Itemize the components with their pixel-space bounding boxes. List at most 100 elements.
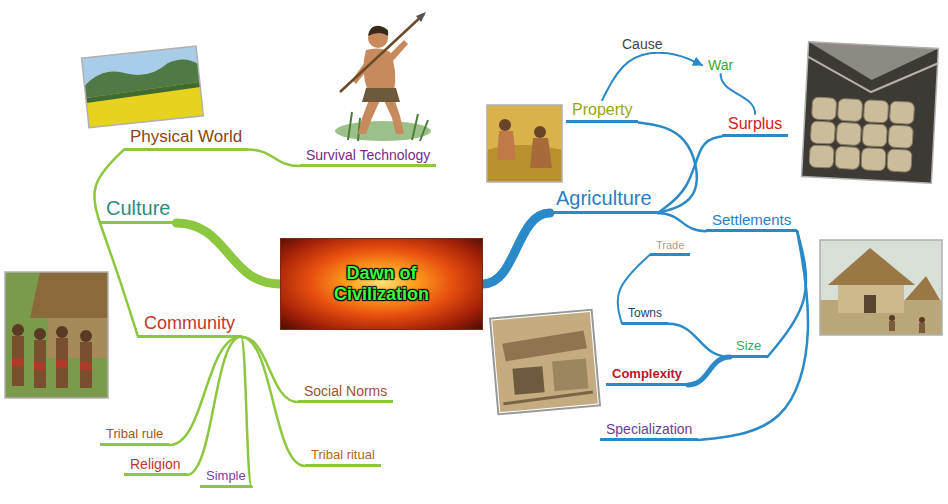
branch-connector [658, 213, 706, 231]
person-head [889, 315, 895, 321]
branch-connector [698, 231, 808, 440]
person-head [499, 119, 511, 131]
photo-frame [820, 240, 942, 335]
topic-label: Size [736, 339, 761, 354]
branch-connector [187, 337, 241, 475]
subtopic: Surplus [722, 114, 788, 137]
ruin-wall [502, 330, 588, 361]
photo-field [85, 82, 203, 128]
subtopic: Specialization [600, 420, 698, 441]
topic-label: Survival Technology [306, 147, 430, 163]
sack [889, 101, 914, 124]
subtopic: Physical World [124, 126, 248, 151]
topic-label: Tribal ritual [311, 448, 375, 463]
topic-label: Complexity [612, 367, 682, 382]
person-body [919, 323, 925, 333]
branch-connector [241, 337, 252, 487]
sack [887, 149, 912, 172]
topic-label: War [708, 57, 733, 73]
subtopic: Community [138, 312, 241, 338]
sack [863, 100, 888, 123]
sack [861, 148, 886, 171]
person-body [530, 138, 552, 168]
huts-photo [820, 240, 942, 335]
hut-roof [828, 248, 915, 285]
topic-label: Towns [628, 307, 662, 321]
sack [812, 97, 837, 120]
branch-connector [658, 136, 722, 213]
person-body [56, 338, 68, 388]
ruins-photo [490, 310, 600, 415]
subtopic: Religion [124, 455, 187, 476]
branch-connector [169, 337, 241, 445]
person-cloth [80, 362, 92, 370]
person-head [919, 317, 925, 323]
subtopic: Settlements [706, 210, 797, 232]
topic-label: Physical World [130, 127, 242, 147]
field-photo [82, 46, 204, 128]
branch-connector [248, 150, 300, 167]
photo-sky [820, 240, 942, 335]
grain-store-photo [802, 42, 939, 184]
photo-ground [492, 312, 598, 412]
branch-connector [176, 223, 280, 284]
topic-label: Specialization [606, 421, 692, 437]
person-body [497, 131, 516, 160]
subtopic: Size [730, 338, 767, 358]
topic-label: Settlements [712, 211, 791, 228]
person-body [12, 336, 24, 386]
branch-connector [721, 74, 756, 114]
main-topic: Culture [100, 196, 176, 224]
topic-label: Tribal rule [106, 427, 163, 442]
hut-roof [905, 276, 940, 300]
topic-label: Trade [656, 239, 684, 252]
sack [888, 125, 913, 148]
person-head [56, 326, 68, 338]
photo-interior [802, 42, 939, 184]
village-photo [5, 272, 108, 398]
sack [809, 145, 834, 168]
subtopic: Survival Technology [300, 146, 436, 167]
subtopic: Property [566, 100, 638, 123]
person-head [80, 330, 92, 342]
sack [810, 121, 835, 144]
topic-title: Dawn of Civilization [317, 263, 447, 304]
person-cloth [12, 358, 24, 366]
photo-sky [82, 46, 204, 128]
hunter-figure [335, 12, 431, 141]
sack [862, 124, 887, 147]
person-head [34, 328, 46, 340]
loincloth [362, 88, 400, 102]
relation-target: War [702, 56, 739, 74]
connector-label: Cause [619, 36, 665, 52]
topic-label: Simple [206, 469, 246, 484]
subtopic: Trade [650, 238, 690, 256]
topic-label: Community [144, 313, 235, 334]
photo-frame [82, 46, 204, 128]
hut-roof [30, 272, 108, 318]
person-body [80, 342, 92, 388]
topic-label: Property [572, 101, 632, 119]
ruin-wall [503, 392, 593, 404]
sack [836, 122, 861, 145]
branch-connector [241, 337, 305, 466]
subtopic: Towns [622, 306, 668, 325]
central-topic: Dawn of Civilization [280, 238, 483, 330]
subtopic: Simple [200, 468, 252, 488]
photo-field [487, 105, 562, 182]
branch-connector [100, 223, 138, 337]
sack [838, 98, 863, 121]
hut-wall [838, 285, 904, 313]
subtopic: Complexity [606, 366, 688, 386]
person-body [889, 321, 895, 331]
roof-beam [806, 57, 937, 96]
photo-treeline [85, 82, 200, 103]
topic-label: Culture [106, 197, 170, 220]
topic-label: Surplus [728, 115, 782, 133]
branch-connector [668, 324, 730, 357]
sack [835, 146, 860, 169]
person-body [34, 340, 46, 388]
person-cloth [34, 362, 46, 370]
hut-door [864, 295, 876, 313]
